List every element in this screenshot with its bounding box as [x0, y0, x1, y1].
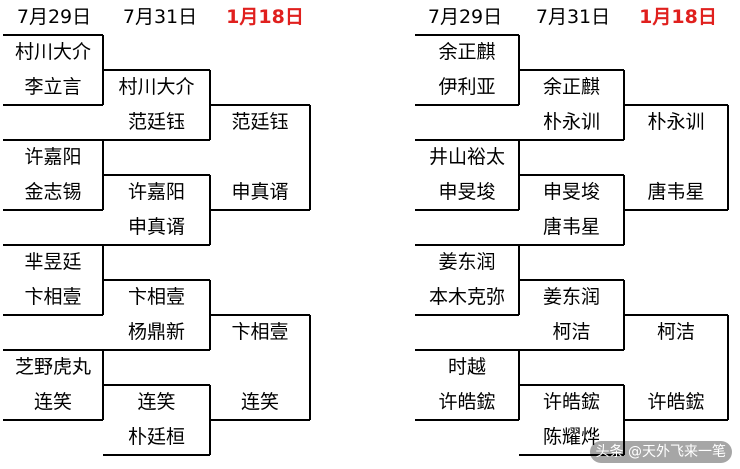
round3-player-name: 朴永训	[647, 111, 705, 133]
round2-player-name: 唐韦星	[542, 216, 600, 238]
round2-player-name: 连笑	[137, 391, 176, 413]
round2-player-name: 范廷钰	[127, 111, 185, 133]
round3-player-name: 唐韦星	[647, 181, 705, 203]
round1-player-name: 许皓鋐	[438, 391, 496, 413]
round1-player-name: 芈昱廷	[24, 251, 82, 273]
round1-player-name: 卞相壹	[24, 286, 82, 308]
round3-player-name: 卞相壹	[231, 321, 289, 343]
round3-player-name: 连笑	[240, 391, 279, 413]
round2-player-name: 余正麒	[542, 76, 600, 98]
round-date-header: 7月31日	[535, 6, 611, 28]
round3-player-name: 范廷钰	[231, 111, 289, 133]
round2-player-name: 朴永训	[542, 111, 600, 133]
round1-player-name: 余正麒	[438, 41, 496, 63]
round1-player-name: 姜东润	[438, 251, 496, 273]
round-date-header: 7月29日	[427, 6, 503, 28]
round2-player-name: 许皓鋐	[542, 391, 600, 413]
round3-player-name: 许皓鋐	[647, 391, 705, 413]
round1-player-name: 本木克弥	[428, 286, 505, 308]
round1-player-name: 连笑	[33, 391, 72, 413]
round2-player-name: 村川大介	[118, 76, 195, 98]
round2-player-name: 陈耀烨	[542, 426, 600, 448]
round1-player-name: 金志锡	[24, 181, 82, 203]
watermark: 头条 @天外飞来一笔	[589, 441, 732, 463]
round-date-header: 7月31日	[122, 6, 198, 28]
round3-player-name: 柯洁	[656, 321, 695, 343]
round3-player-name: 申真谞	[231, 181, 289, 203]
round1-player-name: 村川大介	[14, 41, 91, 63]
round2-player-name: 许嘉阳	[127, 181, 185, 203]
round1-player-name: 申旻埈	[438, 181, 496, 203]
round1-player-name: 李立言	[24, 76, 82, 98]
round1-player-name: 井山裕太	[428, 146, 505, 168]
round1-player-name: 伊利亚	[438, 76, 496, 98]
round2-player-name: 朴廷桓	[127, 426, 185, 448]
round1-player-name: 时越	[447, 356, 486, 378]
round2-player-name: 柯洁	[552, 321, 591, 343]
round2-player-name: 杨鼎新	[127, 321, 185, 343]
round-date-header: 7月29日	[16, 6, 92, 28]
round2-player-name: 卞相壹	[127, 286, 185, 308]
round-date-header: 1月18日	[226, 6, 304, 28]
round2-player-name: 姜东润	[542, 286, 600, 308]
round-date-header: 1月18日	[639, 6, 717, 28]
round1-player-name: 芝野虎丸	[14, 356, 91, 378]
round2-player-name: 申旻埈	[542, 181, 600, 203]
round2-player-name: 申真谞	[127, 216, 185, 238]
round1-player-name: 许嘉阳	[24, 146, 82, 168]
